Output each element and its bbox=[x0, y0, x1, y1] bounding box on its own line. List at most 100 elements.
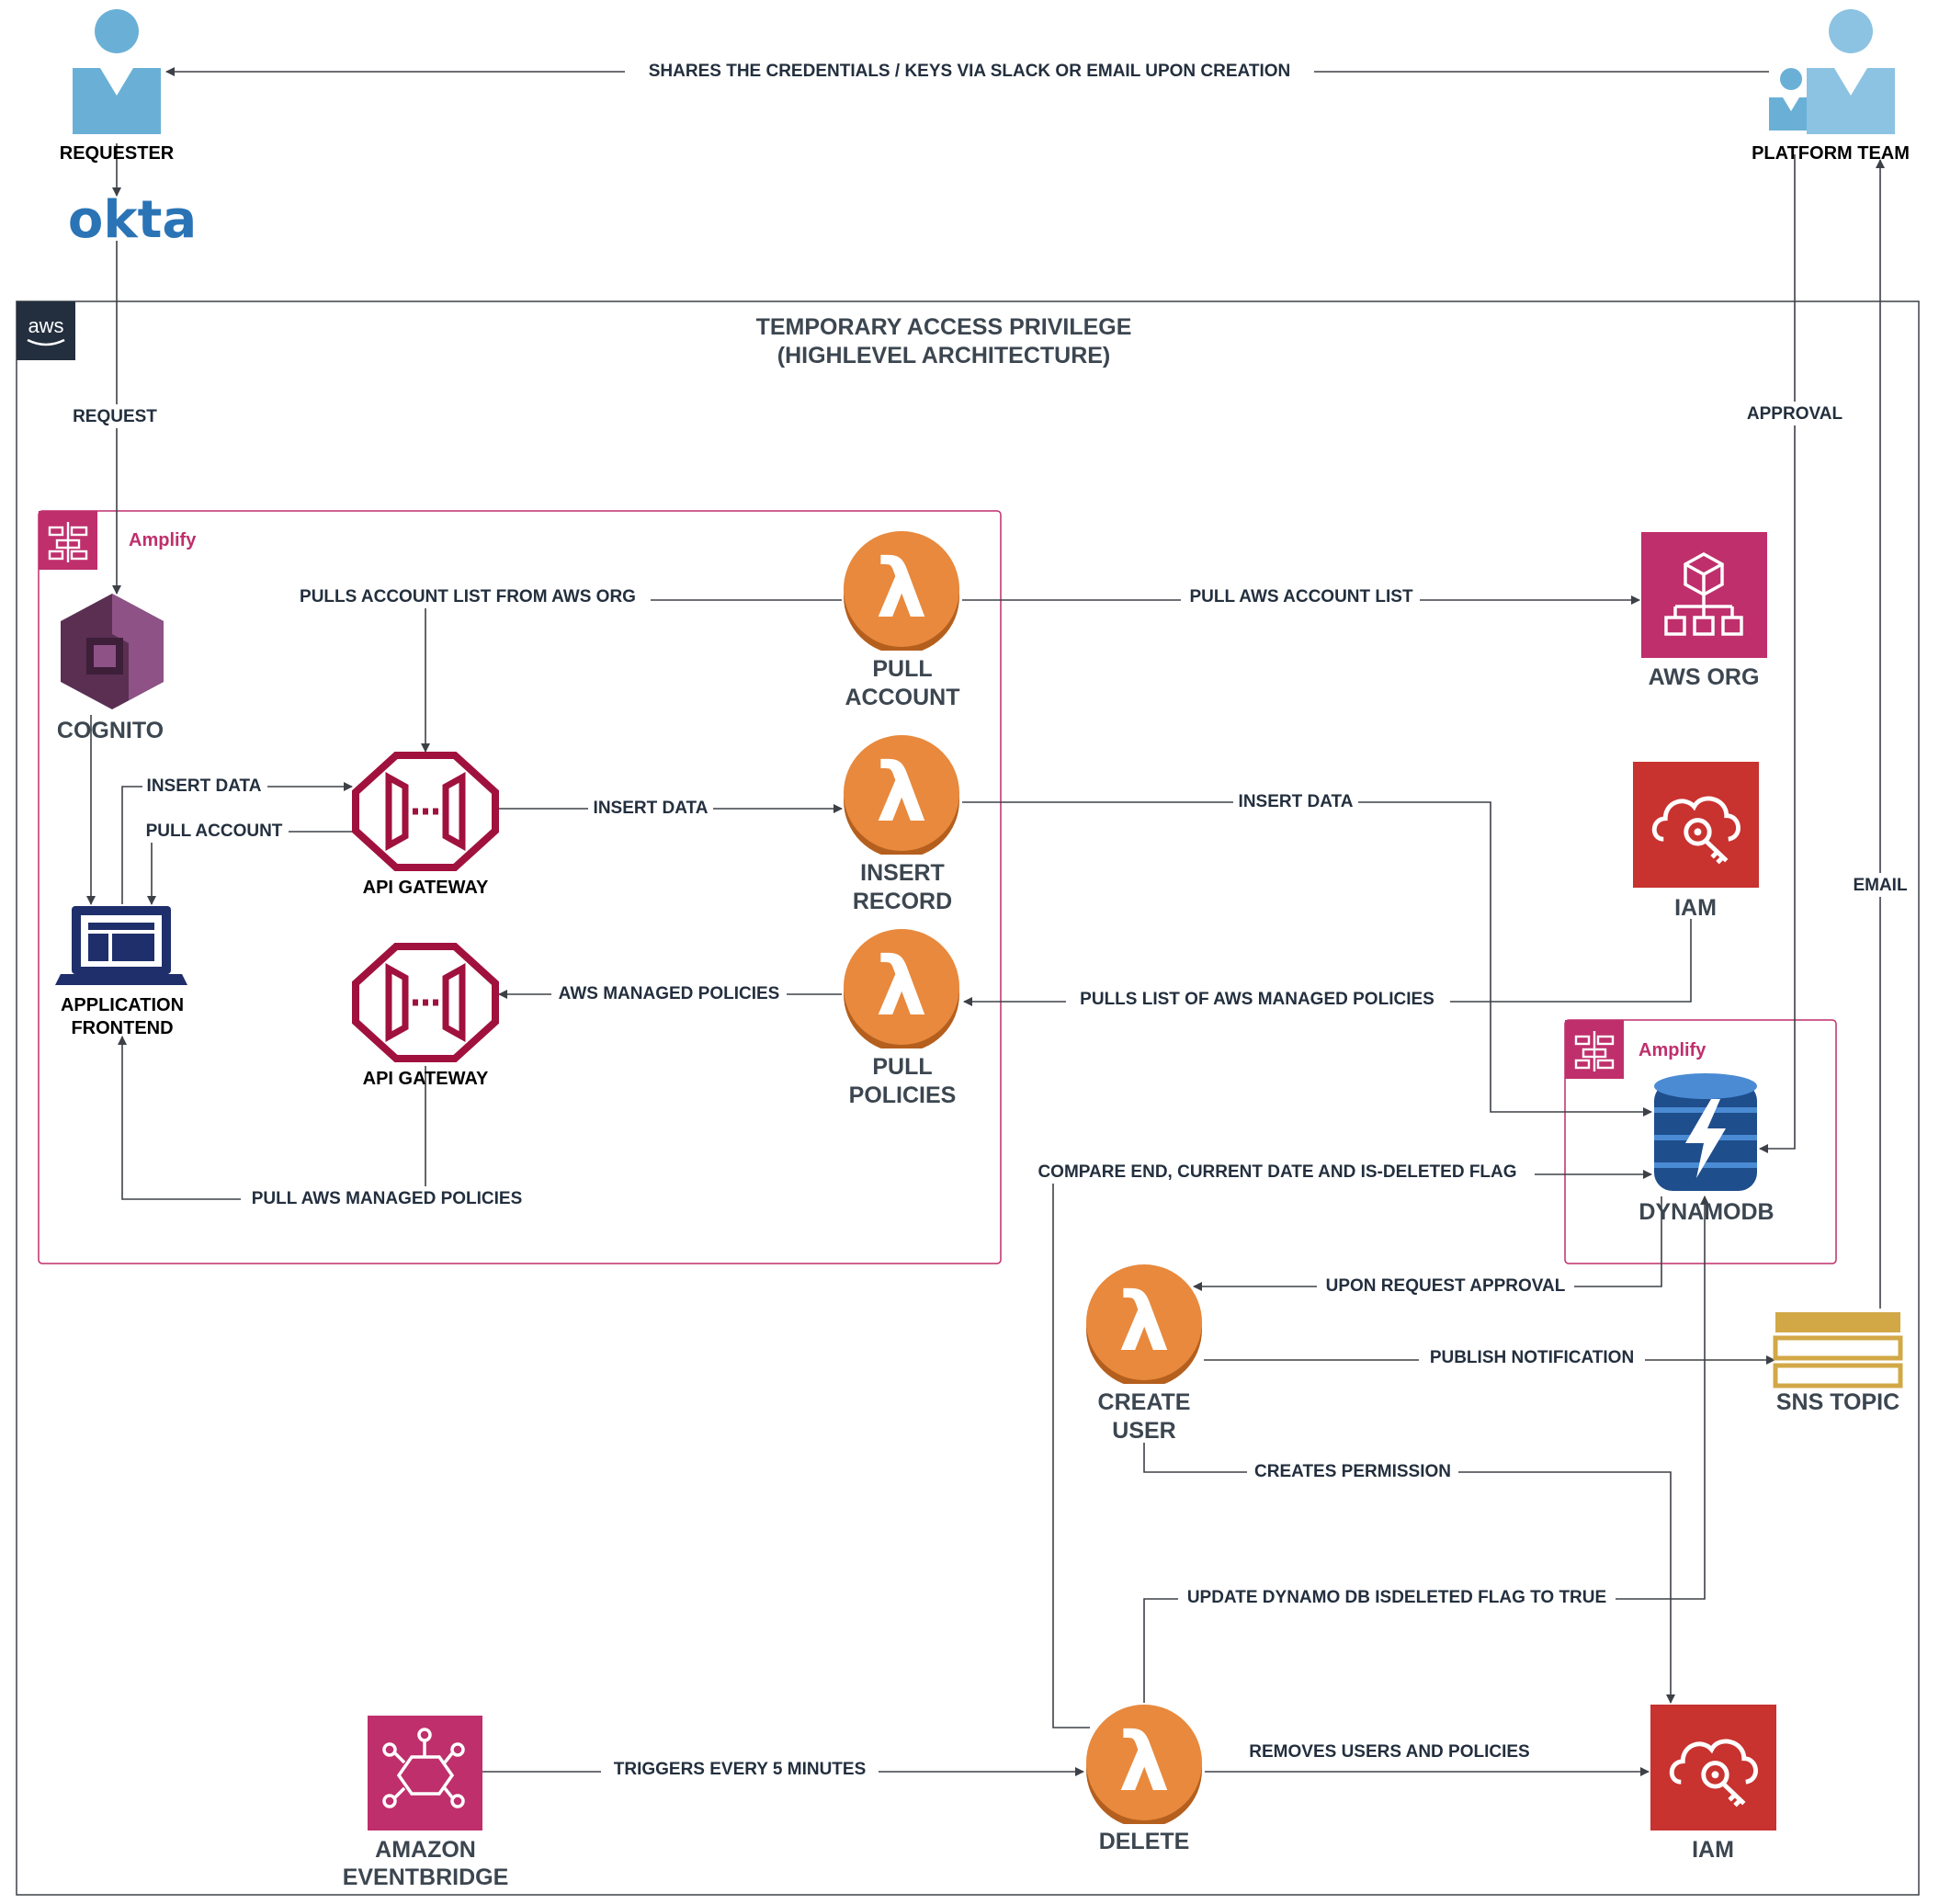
sns-topic-icon bbox=[1773, 1312, 1903, 1388]
amplify-group-label: Amplify bbox=[1639, 1040, 1707, 1060]
app-frontend-node[interactable]: APPLICATION FRONTEND bbox=[55, 906, 187, 1038]
okta-logo: okta bbox=[68, 190, 197, 250]
pull-policies-lambda-node[interactable]: PULL POLICIES bbox=[844, 929, 959, 1108]
pull-policies-label-line-2: POLICIES bbox=[849, 1082, 957, 1108]
dynamodb-icon bbox=[1654, 1073, 1757, 1191]
app-frontend-label-line-2: FRONTEND bbox=[71, 1018, 173, 1038]
edge-label-upon-request-approval: UPON REQUEST APPROVAL bbox=[1326, 1276, 1566, 1296]
edge-label-publish-notification: PUBLISH NOTIFICATION bbox=[1430, 1348, 1634, 1367]
edge-label-shares-credentials: SHARES THE CREDENTIALS / KEYS VIA SLACK … bbox=[649, 62, 1290, 81]
insert-record-label-line-2: RECORD bbox=[853, 889, 952, 914]
requester-label: REQUESTER bbox=[60, 143, 175, 164]
diagram-title-line-2: (HIGHLEVEL ARCHITECTURE) bbox=[777, 343, 1111, 368]
aws-cloud-boundary: aws bbox=[16, 300, 1920, 1896]
dynamodb-label: DYNAMODB bbox=[1639, 1199, 1774, 1225]
sns-topic-node[interactable]: SNS TOPIC bbox=[1773, 1312, 1903, 1415]
sns-topic-label: SNS TOPIC bbox=[1776, 1389, 1899, 1415]
edge-label-pull-aws-managed-policies: PULL AWS MANAGED POLICIES bbox=[252, 1189, 523, 1208]
cognito-label: COGNITO bbox=[57, 718, 164, 743]
aws-org-label: AWS ORG bbox=[1649, 664, 1760, 690]
iam-top-node[interactable]: IAM bbox=[1633, 762, 1759, 921]
edge-insert-data-dynamo bbox=[962, 801, 1652, 1116]
edge-label-insert-data-gateway: INSERT DATA bbox=[594, 799, 709, 818]
lambda-icon bbox=[1086, 1264, 1202, 1384]
insert-record-label-line-1: INSERT bbox=[860, 860, 945, 886]
edge-label-request: REQUEST bbox=[73, 407, 157, 426]
edge-label-pulls-list-policies: PULLS LIST OF AWS MANAGED POLICIES bbox=[1080, 990, 1434, 1009]
lambda-icon bbox=[1086, 1705, 1202, 1824]
okta-node[interactable]: okta bbox=[68, 190, 197, 250]
edge-compare-dates bbox=[1052, 1170, 1652, 1728]
person-icon bbox=[1807, 9, 1895, 134]
aws-logo-text: aws bbox=[28, 314, 63, 337]
amplify-group-main: Amplify bbox=[38, 510, 1002, 1264]
dynamodb-node[interactable]: DYNAMODB bbox=[1639, 1073, 1775, 1225]
api-gateway-2-node[interactable]: API GATEWAY bbox=[356, 946, 495, 1089]
amplify-group-db: Amplify bbox=[1564, 1019, 1837, 1264]
edge-pull-aws-managed-policies bbox=[118, 1036, 426, 1200]
edge-label-creates-permission: CREATES PERMISSION bbox=[1254, 1462, 1451, 1481]
amplify-icon bbox=[39, 511, 97, 570]
cognito-node[interactable]: COGNITO bbox=[57, 594, 164, 743]
api-gateway-2-label: API GATEWAY bbox=[363, 1069, 489, 1089]
edge-label-email: EMAIL bbox=[1853, 876, 1908, 895]
platform-team-node[interactable]: PLATFORM TEAM bbox=[1752, 9, 1910, 164]
person-icon bbox=[73, 9, 161, 134]
iam-top-label: IAM bbox=[1674, 895, 1717, 921]
edge-upon-request-approval bbox=[1193, 1196, 1662, 1291]
iam-bottom-node[interactable]: IAM bbox=[1650, 1705, 1776, 1863]
aws-logo-icon bbox=[17, 301, 75, 360]
delete-lambda-node[interactable]: DELETE bbox=[1086, 1705, 1202, 1854]
edge-insert-data-frontend bbox=[121, 782, 353, 904]
eventbridge-label-line-1: AMAZON bbox=[375, 1837, 476, 1863]
edge-label-insert-data-frontend: INSERT DATA bbox=[147, 776, 262, 796]
requester-node[interactable]: REQUESTER bbox=[60, 9, 175, 164]
edge-labels: SHARES THE CREDENTIALS / KEYS VIA SLACK … bbox=[66, 59, 1918, 1781]
person-icon bbox=[1769, 68, 1813, 130]
organization-icon bbox=[1641, 532, 1767, 658]
edge-label-insert-data-dynamo: INSERT DATA bbox=[1239, 792, 1354, 811]
eventbridge-node[interactable]: AMAZON EVENTBRIDGE bbox=[343, 1716, 509, 1890]
create-user-label-line-2: USER bbox=[1112, 1418, 1175, 1444]
edge-label-approval: APPROVAL bbox=[1747, 404, 1843, 424]
iam-bottom-label: IAM bbox=[1692, 1837, 1734, 1863]
cognito-icon bbox=[61, 594, 164, 709]
lambda-icon bbox=[844, 735, 959, 855]
create-user-lambda-node[interactable]: CREATE USER bbox=[1086, 1264, 1202, 1444]
insert-record-lambda-node[interactable]: INSERT RECORD bbox=[844, 735, 959, 914]
api-gateway-1-node[interactable]: API GATEWAY bbox=[356, 755, 495, 898]
edge-update-dynamo-flag bbox=[1143, 1196, 1709, 1703]
edge-label-update-dynamo-flag: UPDATE DYNAMO DB ISDELETED FLAG TO TRUE bbox=[1187, 1588, 1606, 1607]
aws-org-node[interactable]: AWS ORG bbox=[1641, 532, 1767, 690]
pull-account-label-line-1: PULL bbox=[872, 656, 932, 682]
edge-label-aws-managed-policies: AWS MANAGED POLICIES bbox=[559, 984, 780, 1003]
edge-pulls-account-list bbox=[421, 599, 842, 753]
iam-icon bbox=[1633, 762, 1759, 888]
laptop-icon bbox=[55, 906, 187, 985]
edge-label-pull-aws-account-list: PULL AWS ACCOUNT LIST bbox=[1189, 587, 1413, 606]
platform-team-label: PLATFORM TEAM bbox=[1752, 143, 1910, 164]
lambda-icon bbox=[844, 531, 959, 651]
pull-policies-label-line-1: PULL bbox=[872, 1054, 932, 1080]
edge-label-compare-dates: COMPARE END, CURRENT DATE AND IS-DELETED… bbox=[1038, 1162, 1516, 1182]
edge-label-pull-account-frontend: PULL ACCOUNT bbox=[146, 822, 283, 841]
amplify-icon bbox=[1565, 1020, 1624, 1079]
pull-account-lambda-node[interactable]: PULL ACCOUNT bbox=[844, 531, 960, 710]
eventbridge-label-line-2: EVENTBRIDGE bbox=[343, 1864, 509, 1890]
api-gateway-icon bbox=[356, 755, 495, 867]
app-frontend-label-line-1: APPLICATION bbox=[61, 995, 184, 1015]
amplify-group-label: Amplify bbox=[129, 530, 197, 550]
iam-icon bbox=[1650, 1705, 1776, 1830]
eventbridge-icon bbox=[368, 1716, 482, 1830]
api-gateway-icon bbox=[356, 946, 495, 1059]
edge-approval bbox=[1759, 154, 1796, 1153]
pull-account-label-line-2: ACCOUNT bbox=[845, 685, 960, 710]
lambda-icon bbox=[844, 929, 959, 1048]
edge-label-triggers-every: TRIGGERS EVERY 5 MINUTES bbox=[614, 1760, 867, 1779]
api-gateway-1-label: API GATEWAY bbox=[363, 878, 489, 898]
edge-label-removes-users: REMOVES USERS AND POLICIES bbox=[1249, 1742, 1529, 1762]
create-user-label-line-1: CREATE bbox=[1098, 1389, 1191, 1415]
diagram-title-line-1: TEMPORARY ACCESS PRIVILEGE bbox=[756, 314, 1132, 340]
edge-label-pulls-account-list: PULLS ACCOUNT LIST FROM AWS ORG bbox=[300, 587, 636, 606]
